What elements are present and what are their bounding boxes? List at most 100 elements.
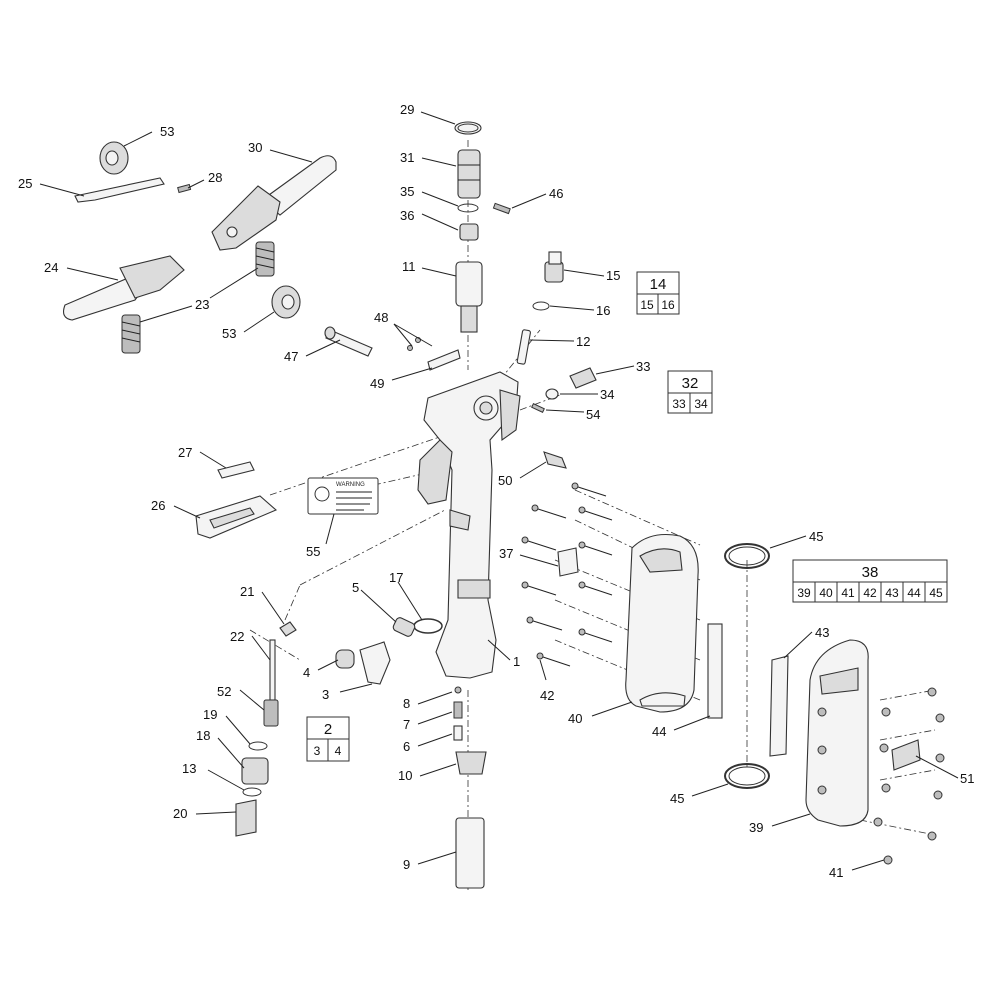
kit-2-item: 4 (335, 744, 342, 758)
roller-5 (392, 617, 416, 637)
handle-spring-upper (255, 241, 275, 277)
nuts-41 (873, 687, 945, 865)
callout-label: 16 (596, 303, 610, 318)
callout-label: 43 (815, 625, 829, 640)
callout-label: 48 (374, 310, 388, 325)
screw-50 (543, 451, 567, 469)
callout-label: 15 (606, 268, 620, 283)
kit-14-item: 15 (640, 298, 654, 312)
label-51 (891, 739, 921, 771)
callout-label: 11 (402, 259, 416, 274)
kit-2-item: 3 (314, 744, 321, 758)
kit-38-item: 45 (929, 586, 943, 600)
callout-label: 22 (230, 629, 244, 644)
bolts-42 (521, 482, 613, 667)
callout-label: 19 (203, 707, 217, 722)
thrust-wheel-top (99, 141, 129, 175)
callout-label: 46 (549, 186, 563, 201)
spring-52 (263, 699, 279, 727)
handle-left (63, 255, 185, 321)
pin-54 (531, 402, 545, 414)
spring-clip-17 (413, 618, 443, 634)
kit-table-38: 38 39 40 41 42 43 44 45 (792, 559, 948, 603)
wear-plate (427, 349, 461, 371)
cap-21 (279, 621, 297, 637)
callout-label: 49 (370, 376, 384, 391)
latch-pin-4 (335, 649, 355, 669)
kit-2-title: 2 (324, 721, 332, 738)
thrust-wheel-bottom (271, 285, 301, 319)
callout-label: 5 (352, 580, 359, 595)
valve-box-11 (455, 261, 483, 333)
kit-32-item: 34 (694, 397, 708, 411)
kit-38-item: 44 (907, 586, 921, 600)
plunger-6 (453, 725, 463, 741)
callout-label: 17 (389, 570, 403, 585)
fitting-20 (235, 799, 257, 837)
callout-label: 25 (18, 176, 32, 191)
callout-label: 3 (322, 687, 329, 702)
washer-34 (545, 388, 559, 400)
muffler-shell-39 (805, 639, 869, 827)
callout-label: 28 (208, 170, 222, 185)
callout-label: 24 (44, 260, 58, 275)
callout-label: 52 (217, 684, 231, 699)
callout-label: 36 (400, 208, 414, 223)
callout-label: 27 (178, 445, 192, 460)
roll-pin-small (177, 183, 192, 194)
callout-label: 55 (306, 544, 320, 559)
callout-label: 7 (403, 717, 410, 732)
callout-label: 35 (400, 184, 414, 199)
screw-33 (569, 367, 597, 389)
kit-table-32: 32 33 34 (667, 370, 713, 414)
o-ring-29 (454, 121, 482, 135)
valve-36 (459, 223, 479, 241)
callout-label: 1 (513, 654, 520, 669)
kit-38-title: 38 (862, 564, 879, 581)
kit-table-14: 14 15 16 (636, 271, 680, 315)
callout-label: 42 (540, 688, 554, 703)
o-ring-13 (242, 787, 262, 797)
callout-label: 13 (182, 761, 196, 776)
callout-label: 53 (160, 124, 174, 139)
retaining-pins (407, 337, 421, 351)
kit-38-item: 42 (863, 586, 877, 600)
callout-label: 47 (284, 349, 298, 364)
seal-ring-lower (724, 763, 770, 789)
spring-7 (453, 701, 463, 719)
callout-label: 21 (240, 584, 254, 599)
callout-label: 29 (400, 102, 414, 117)
seal-ring-upper (724, 543, 770, 569)
callout-label: 40 (568, 711, 582, 726)
o-ring-35 (457, 203, 479, 213)
callout-label: 6 (403, 739, 410, 754)
callout-label: 9 (403, 857, 410, 872)
callout-label: 45 (809, 529, 823, 544)
valve-chest-31 (457, 149, 481, 199)
ball-8 (454, 686, 462, 694)
callout-label: 37 (499, 546, 513, 561)
washer-16 (532, 301, 550, 311)
callout-label: 33 (636, 359, 650, 374)
front-head-9 (455, 817, 485, 889)
warning-decal-title: WARNING (336, 482, 365, 488)
handle-pin (324, 326, 373, 357)
handle-right (211, 155, 337, 251)
callout-label: 54 (586, 407, 600, 422)
callout-label: 23 (195, 297, 209, 312)
callout-label: 31 (400, 150, 414, 165)
callout-label: 45 (670, 791, 684, 806)
muffler-shell-40 (625, 533, 699, 713)
cover-26 (195, 495, 278, 539)
decal-37 (557, 547, 579, 577)
kit-32-title: 32 (682, 375, 699, 392)
callout-label: 20 (173, 806, 187, 821)
kit-38-item: 41 (841, 586, 855, 600)
callout-label: 30 (248, 140, 262, 155)
kit-38-item: 43 (885, 586, 899, 600)
callout-label: 50 (498, 473, 512, 488)
bushing-18 (241, 757, 269, 785)
seal-strip-44 (707, 623, 723, 719)
plug-15 (544, 251, 564, 283)
kit-14-item: 16 (661, 298, 675, 312)
